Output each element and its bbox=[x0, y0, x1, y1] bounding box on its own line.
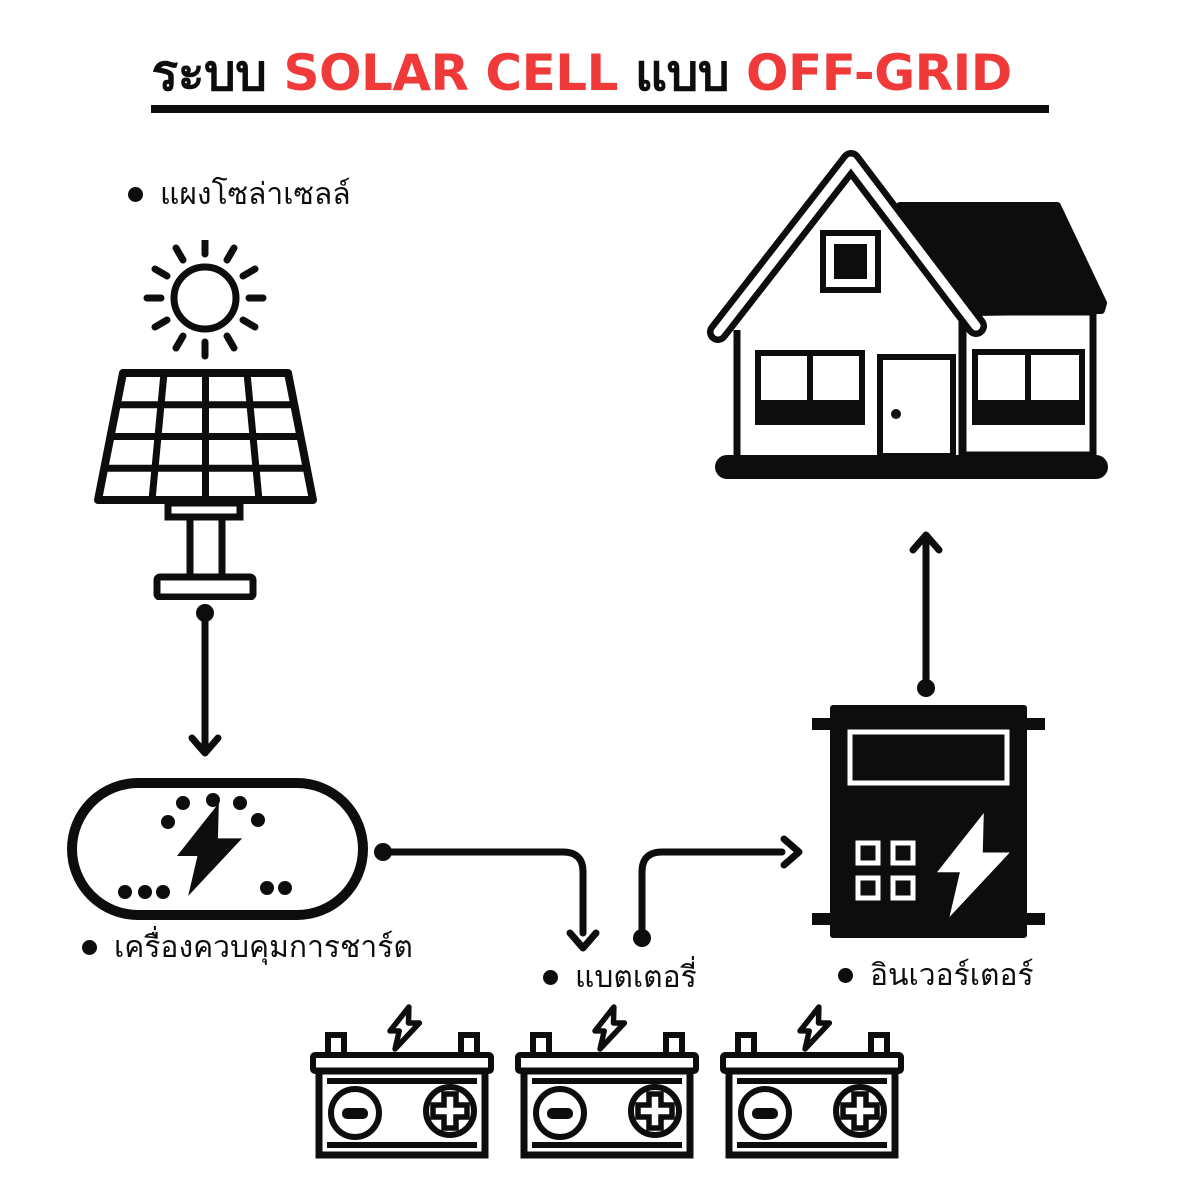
inverter-label-text: อินเวอร์เตอร์ bbox=[870, 958, 1034, 993]
inverter-icon bbox=[812, 705, 1045, 938]
sun-icon bbox=[143, 240, 267, 360]
arrow-battery-to-inverter bbox=[633, 835, 803, 947]
lightning-bolt-icon bbox=[390, 1007, 419, 1049]
inverter-label: อินเวอร์เตอร์ bbox=[838, 952, 1034, 999]
house-icon bbox=[707, 150, 1108, 479]
charge-controller-label-text: เครื่องควบคุมการชาร์ต bbox=[114, 930, 413, 965]
lightning-bolt-icon bbox=[595, 1007, 624, 1049]
house-base bbox=[715, 455, 1108, 479]
inverter-display bbox=[847, 729, 1010, 786]
bullet-icon bbox=[543, 970, 558, 985]
page-title: ระบบ SOLAR CELL แบบ OFF-GRID bbox=[0, 46, 1200, 113]
bullet-icon bbox=[838, 968, 853, 983]
battery-icon bbox=[310, 1003, 494, 1159]
right-window bbox=[972, 349, 1085, 425]
left-window bbox=[755, 350, 865, 425]
solar-panel-icon bbox=[94, 240, 317, 600]
title-segment-3: แบบ bbox=[634, 46, 747, 113]
door bbox=[877, 354, 956, 459]
solar-panel-label: แผงโซล่าเซลล์ bbox=[128, 171, 351, 218]
inverter-buttons bbox=[855, 840, 916, 901]
charge-controller-icon bbox=[67, 778, 368, 920]
battery-icon bbox=[720, 1003, 904, 1159]
bullet-icon bbox=[128, 187, 143, 202]
arrow-inverter-to-house bbox=[909, 531, 943, 697]
arrow-solar-to-controller bbox=[188, 604, 222, 757]
charge-controller-label: เครื่องควบคุมการชาร์ต bbox=[82, 924, 413, 971]
title-segment-4: OFF-GRID bbox=[746, 46, 1029, 113]
title-underline-tail bbox=[1028, 46, 1049, 113]
solar-panel-label-text: แผงโซล่าเซลล์ bbox=[160, 177, 351, 212]
lightning-bolt-icon bbox=[800, 1007, 829, 1049]
title-segment-2: SOLAR CELL bbox=[283, 46, 635, 113]
title-segment-1: ระบบ bbox=[151, 46, 284, 113]
battery-label-text: แบตเตอรี่ bbox=[575, 960, 697, 995]
battery-label: แบตเตอรี่ bbox=[543, 954, 697, 1001]
battery-icon bbox=[515, 1003, 699, 1159]
bullet-icon bbox=[82, 940, 97, 955]
attic-window bbox=[820, 230, 881, 293]
